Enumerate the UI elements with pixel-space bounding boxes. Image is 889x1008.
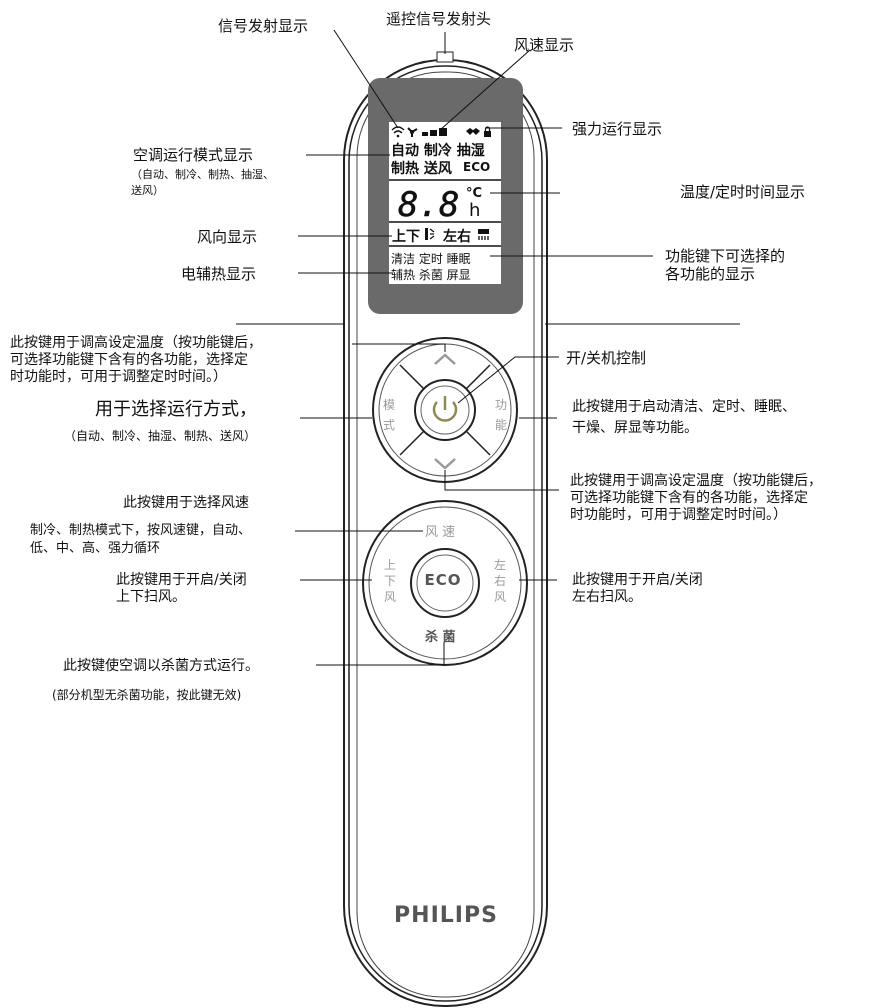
temp-up-button[interactable]: [434, 353, 456, 365]
lcd-celsius: °C: [466, 186, 483, 201]
annotation-lines: [236, 29, 740, 666]
label-leftright-key-1: 此按键用于开启/关闭: [572, 572, 703, 588]
label-swing-display: 风向显示: [197, 228, 258, 246]
label-function-display-1: 功能键下可选择的: [665, 247, 786, 265]
label-updown-key-2: 上下扫风。: [116, 589, 186, 605]
lcd-eco: ECO: [463, 160, 491, 174]
lcd-function-row-2: 辅热 杀菌 屏显: [391, 268, 471, 282]
lcd-swing-updown: 上下: [392, 229, 420, 245]
label-up-key-1: 此按键用于调高设定温度（按功能键后，: [10, 335, 262, 351]
label-signal-display: 信号发射显示: [218, 17, 309, 35]
lcd-hours: h: [469, 200, 481, 221]
label-ir-emitter: 遥控信号发射头: [386, 10, 492, 28]
lcd-mode-row-2: 制热 送风: [391, 161, 452, 177]
lcd-temperature-digits: 8.8: [398, 185, 460, 226]
lcd-screen: [389, 122, 501, 284]
label-fan-key-2: 制冷、制热模式下，按风速键，自动、: [30, 523, 252, 538]
svg-text:8.8: 8.8: [398, 185, 459, 225]
label-leftright-key-2: 左右扫风。: [572, 589, 642, 605]
lcd-swing-leftright: 左右: [443, 229, 471, 245]
leftright-button-char-1[interactable]: 左: [494, 558, 507, 572]
label-function-key-2: 干燥、屏显等功能。: [572, 420, 698, 436]
label-function-key-1: 此按键用于启动清洁、定时、睡眠、: [572, 399, 796, 415]
label-heater-display: 电辅热显示: [181, 265, 257, 283]
fan-speed-button[interactable]: 风 速: [425, 525, 456, 540]
label-function-display-2: 各功能的显示: [665, 265, 756, 283]
mode-button-char-1[interactable]: 模: [383, 398, 396, 412]
fan-speed-bars-icon: [422, 128, 447, 136]
function-button-char-1[interactable]: 功: [495, 398, 508, 412]
label-fan-key-1: 此按键用于选择风速: [123, 495, 249, 511]
lcd-function-row-1: 清洁 定时 睡眠: [391, 252, 471, 266]
label-fan-key-3: 低、中、高、强力循环: [30, 541, 161, 556]
label-turbo-display: 强力运行显示: [572, 120, 663, 138]
remote-inner-shell: [348, 65, 543, 1002]
temp-down-button[interactable]: [434, 458, 456, 470]
leftright-button-char-3[interactable]: 风: [494, 590, 507, 604]
lcd-mode-row-1: 自动 制冷 抽湿: [391, 143, 485, 159]
label-down-key-1: 此按键用于调高设定温度（按功能键后，: [570, 473, 822, 489]
brand-logo: PHILIPS: [394, 903, 498, 928]
label-power-control: 开/关机控制: [566, 349, 647, 367]
label-fan-speed-display: 风速显示: [514, 36, 575, 54]
lock-icon: [484, 126, 491, 137]
label-mode-key: 用于选择运行方式，: [95, 399, 257, 420]
label-mode-display-sub-2: 送风）: [131, 184, 164, 197]
label-up-key-2: 可选择功能键下含有的各功能，选择定: [10, 352, 248, 368]
power-icon: [432, 396, 458, 422]
label-temp-timer-display: 温度/定时时间显示: [680, 183, 806, 201]
swing-updown-icon: [425, 228, 435, 240]
mode-button-char-2[interactable]: 式: [383, 418, 396, 432]
updown-button-char-3[interactable]: 风: [384, 590, 397, 604]
label-mode-display-sub-1: （自动、制冷、制热、抽湿、: [131, 168, 274, 181]
updown-button-char-2[interactable]: 下: [384, 574, 397, 588]
sterilize-button[interactable]: 杀 菌: [425, 630, 456, 645]
label-up-key-3: 时功能时，可用于调整定时时间。）: [10, 369, 227, 385]
eco-button-label: ECO: [424, 571, 462, 589]
function-button-char-2[interactable]: 能: [495, 418, 508, 432]
turbo-icon: [466, 128, 480, 135]
label-down-key-3: 时功能时，可用于调整定时时间。）: [570, 507, 787, 523]
updown-button-char-1[interactable]: 上: [384, 558, 397, 572]
label-updown-key-1: 此按键用于开启/关闭: [116, 572, 247, 588]
signal-icon: [391, 126, 405, 138]
label-sterilize-note: (部分机型无杀菌功能，按此键无效): [52, 688, 242, 702]
label-down-key-2: 可选择功能键下含有的各功能，选择定: [570, 490, 808, 506]
label-mode-display: 空调运行模式显示: [133, 146, 254, 164]
label-mode-key-sub: （自动、制冷、抽湿、制热、送风）: [64, 429, 257, 443]
label-sterilize-key: 此按键使空调以杀菌方式运行。: [63, 658, 259, 674]
swing-leftright-icon: [478, 229, 489, 240]
leftright-button-char-2[interactable]: 右: [494, 574, 507, 588]
fan-icon: [407, 127, 418, 137]
